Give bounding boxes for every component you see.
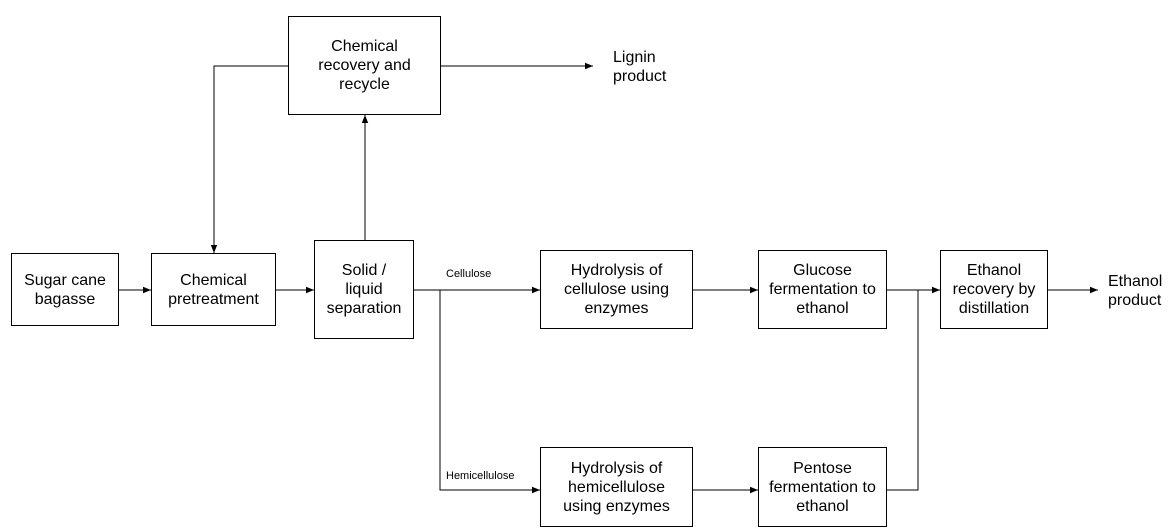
lignin-product-label: Lignin product	[613, 49, 667, 85]
sugar-cane-bagasse-box: Sugar cane bagasse	[11, 253, 119, 326]
hydrolysis-cellulose-box: Hydrolysis of cellulose using enzymes	[540, 250, 693, 329]
glucose-fermentation-box: Glucose fermentation to ethanol	[758, 250, 887, 329]
hemicellulose-label: Hemicellulose	[446, 470, 515, 482]
ethanol-distillation-box: Ethanol recovery by distillation	[940, 250, 1048, 329]
arrow-pentose-to-distillation	[887, 290, 919, 491]
arrow-separation-to-hemicellulose-hydrolysis	[414, 289, 540, 494]
chemical-recovery-box: Chemical recovery and recycle	[288, 16, 441, 115]
ethanol-product-label: Ethanol product	[1108, 273, 1163, 309]
pentose-fermentation-box: Pentose fermentation to ethanol	[758, 447, 887, 527]
cellulose-label: Cellulose	[446, 268, 492, 280]
solid-liquid-separation-box: Solid / liquid separation	[314, 240, 414, 339]
chemical-pretreatment-box: Chemical pretreatment	[151, 253, 276, 326]
arrow-recovery-to-pretreatment	[210, 65, 288, 253]
hydrolysis-hemicellulose-box: Hydrolysis of hemicellulose using enzyme…	[540, 447, 693, 527]
